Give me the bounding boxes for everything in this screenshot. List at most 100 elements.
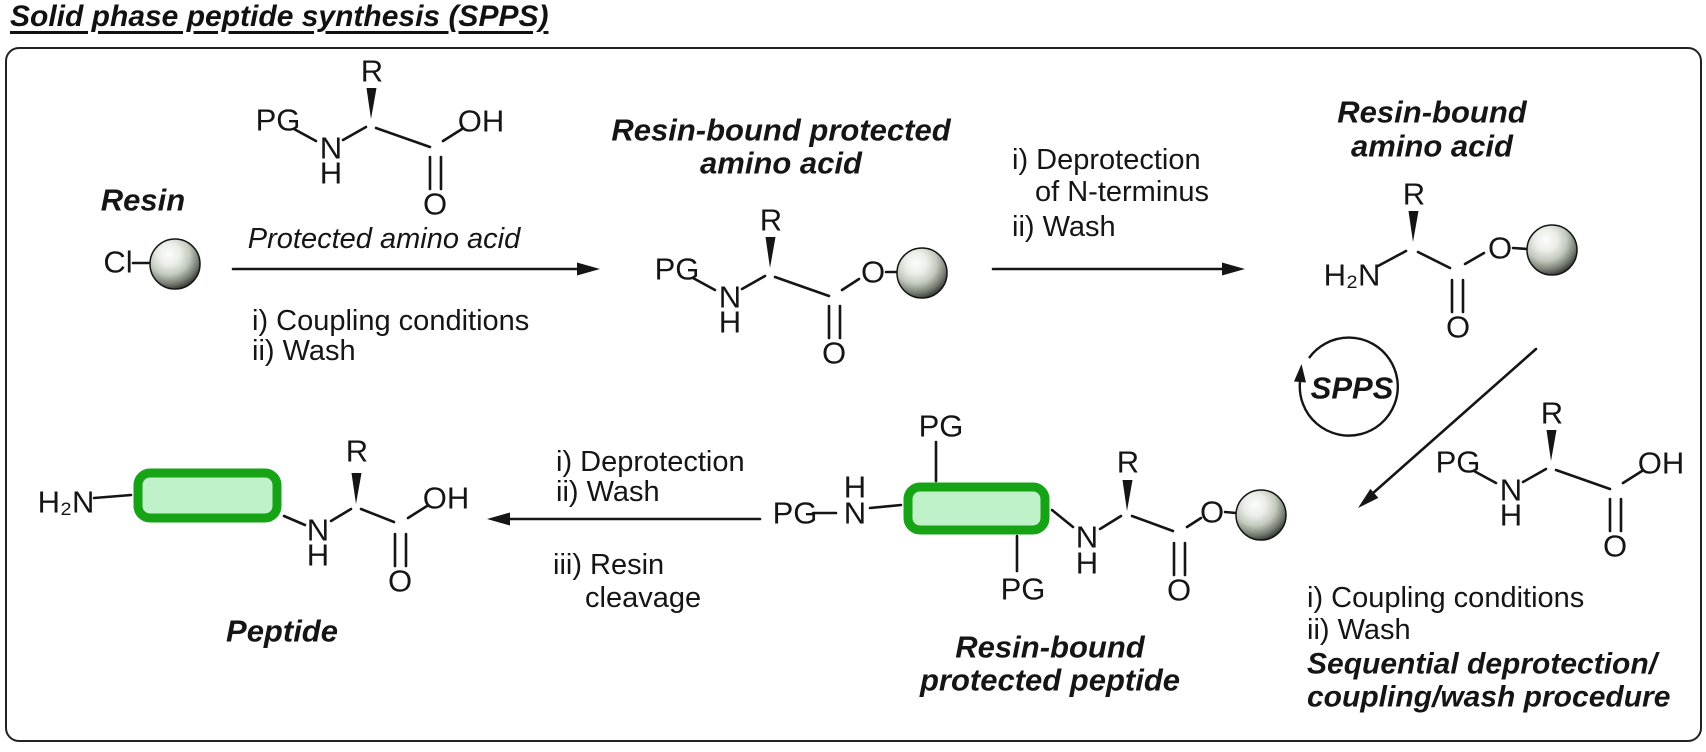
step-text: i) Coupling conditions xyxy=(252,305,529,337)
bond xyxy=(1185,516,1203,529)
cycle-arrow-arc xyxy=(1298,336,1399,437)
atom-label-pg: PG xyxy=(655,252,700,287)
resin-bead xyxy=(1526,224,1578,276)
atom-label-o: O xyxy=(1200,495,1224,530)
atom-label-pg: PG xyxy=(919,409,964,444)
atom-label-o: O xyxy=(388,564,412,599)
wedge-bond xyxy=(1546,430,1557,461)
bond xyxy=(406,504,429,520)
atom-label-r: R xyxy=(346,434,368,469)
atom-label-oh: OH xyxy=(1638,446,1685,481)
atom-label-oh: OH xyxy=(458,104,505,139)
sequential-procedure-text: coupling/wash procedure xyxy=(1307,681,1670,714)
atom-label-cl: Cl xyxy=(103,245,132,280)
atom-label-h: H xyxy=(320,156,342,191)
peptide-chain-box xyxy=(133,468,282,523)
protected-amino-acid-structure: PG N H R O OH xyxy=(256,54,505,222)
atom-label-h2n: H₂N xyxy=(1324,258,1381,293)
bond xyxy=(329,507,353,523)
atom-label-n: N xyxy=(320,131,342,166)
bond xyxy=(1554,468,1612,491)
reaction-arrow xyxy=(1370,347,1538,496)
wedge-bond xyxy=(765,237,776,268)
atom-label-h: H xyxy=(1076,546,1098,581)
bond xyxy=(740,274,767,291)
atom-label-n: N xyxy=(844,496,866,531)
step-text: ii) Wash xyxy=(1307,614,1411,646)
atom-label-n: N xyxy=(719,280,741,315)
resin-bound-protected-aa-structure: Resin-bound protected amino acid PG N H … xyxy=(611,113,951,371)
bond xyxy=(341,125,368,142)
atom-label-o: O xyxy=(1488,231,1512,266)
atom-label-pg: PG xyxy=(773,496,818,531)
atom-label-n: N xyxy=(307,513,329,548)
resin-bead xyxy=(896,247,948,299)
bond xyxy=(840,277,861,292)
atom-label-o: O xyxy=(423,187,447,222)
diagonal-arrow xyxy=(1358,347,1538,508)
wedge-bond xyxy=(366,88,377,119)
cycle-arrow-head xyxy=(1294,364,1306,383)
step-text: i) Deprotection xyxy=(1012,144,1201,176)
atom-label-r: R xyxy=(361,54,383,89)
spps-cycle-label: SPPS xyxy=(1311,371,1394,406)
bond xyxy=(1472,469,1498,485)
step-text: iii) Resin xyxy=(553,549,664,581)
peptide-structure: Peptide H₂N N H R O OH xyxy=(38,434,470,649)
atom-label-h: H xyxy=(719,305,741,340)
resin-bead xyxy=(1235,489,1287,541)
bond xyxy=(1621,469,1644,485)
scheme-border-box xyxy=(5,47,1702,742)
step-text: cleavage xyxy=(585,582,701,614)
sequential-procedure-text: Sequential deprotection/ xyxy=(1307,648,1660,681)
atom-label-o: O xyxy=(1446,310,1470,345)
reaction-arrow-head xyxy=(577,262,600,276)
bond xyxy=(1098,514,1123,531)
structure-label: Resin-bound xyxy=(955,630,1145,665)
resin-bound-protected-peptide-structure: Resin-bound protected peptide PG H N PG … xyxy=(773,409,1287,698)
structure-label: Resin-bound protected xyxy=(611,113,951,148)
atom-label-n: N xyxy=(1500,473,1522,508)
atom-label-h: H xyxy=(307,538,329,573)
structure-label: protected peptide xyxy=(919,663,1180,698)
spps-cycle: SPPS xyxy=(1294,336,1399,437)
wedge-bond xyxy=(1408,211,1419,242)
bond xyxy=(1511,246,1529,251)
structure-label: amino acid xyxy=(700,146,863,181)
wedge-bond xyxy=(351,473,362,504)
bond xyxy=(1463,251,1486,266)
bond xyxy=(868,503,903,510)
resin-bead xyxy=(149,238,201,290)
atom-label-n: N xyxy=(1076,520,1098,555)
protected-amino-acid-caption: Protected amino acid xyxy=(248,223,521,255)
atom-label-oh: OH xyxy=(423,481,470,516)
atom-label-r: R xyxy=(760,203,782,238)
step-text: i) Deprotection xyxy=(556,446,745,478)
bond xyxy=(1223,510,1238,515)
atom-label-pg: PG xyxy=(1436,445,1481,480)
bond xyxy=(1521,467,1548,484)
bond xyxy=(1376,249,1408,268)
reaction-arrow-head xyxy=(1358,488,1379,508)
bond xyxy=(359,507,396,524)
bond xyxy=(374,126,432,149)
bond xyxy=(292,127,318,143)
scheme-title: Solid phase peptide synthesis (SPPS) xyxy=(10,0,549,33)
step-text: ii) Wash xyxy=(252,335,356,367)
atom-label-h: H xyxy=(844,470,866,505)
resin-bound-aa-structure: Resin-bound amino acid H₂N R O O xyxy=(1324,95,1578,345)
atom-label-h: H xyxy=(1500,498,1522,533)
atom-label-o: O xyxy=(1603,529,1627,564)
wedge-bond xyxy=(1122,480,1133,511)
atom-label-h2n: H₂N xyxy=(38,485,95,520)
structure-label: Resin-bound xyxy=(1337,95,1527,130)
structure-label: amino acid xyxy=(1351,129,1514,164)
bond xyxy=(1416,250,1452,270)
bond xyxy=(1130,514,1175,533)
atom-label-o: O xyxy=(861,255,885,290)
bond xyxy=(691,276,717,292)
bond xyxy=(1050,508,1075,529)
atom-label-o: O xyxy=(822,336,846,371)
resin-start-group: Resin Cl xyxy=(101,183,201,290)
